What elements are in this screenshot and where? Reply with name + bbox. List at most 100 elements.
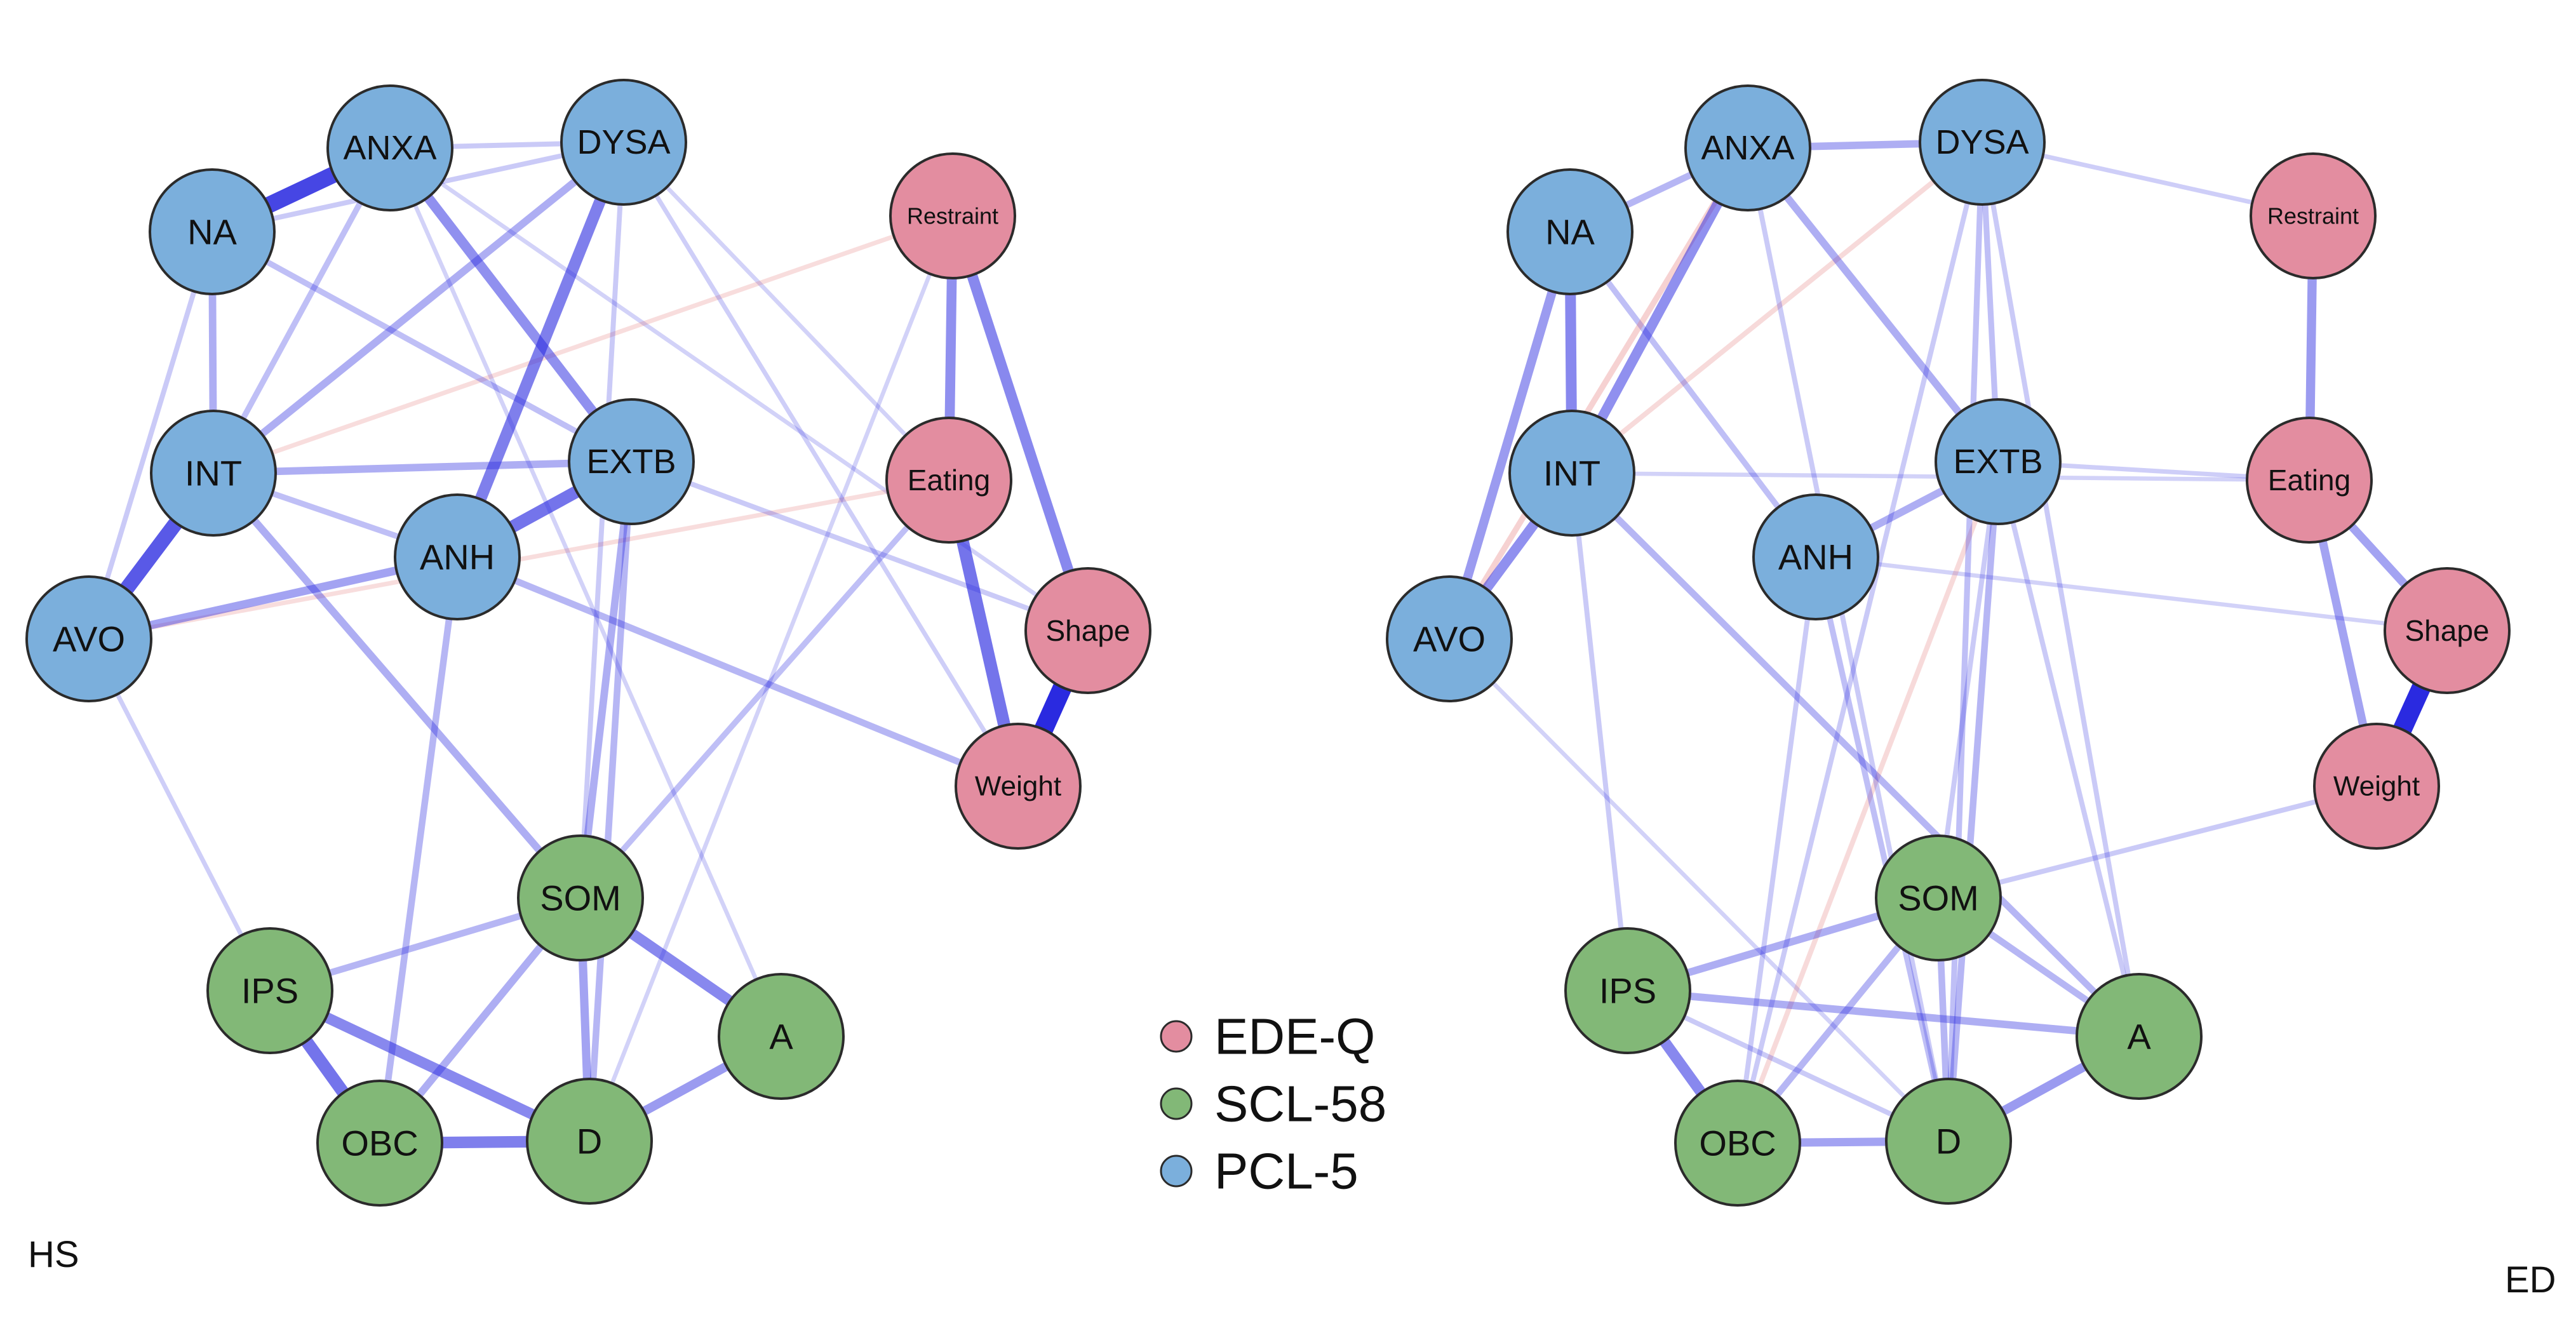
node-label: Weight [2333, 771, 2420, 802]
node-shape: Shape [1024, 567, 1151, 694]
node-extb: EXTB [568, 398, 695, 525]
node-anxa: ANXA [326, 84, 453, 211]
node-ips: IPS [1564, 927, 1691, 1054]
node-label: INT [185, 453, 242, 493]
node-label: OBC [341, 1123, 418, 1163]
node-anh: ANH [394, 493, 521, 620]
edge-int-extb [210, 458, 635, 477]
node-label: ANH [1778, 537, 1853, 577]
network-hs: ANXA DYSA NA INT EXTB ANH AVO RestraintEatingSh… [25, 79, 1151, 1207]
node-label: SOM [1898, 878, 1979, 918]
node-label: SOM [540, 878, 621, 918]
nodes-hs: ANXA DYSA NA INT EXTB ANH AVO RestraintEatingSh… [25, 79, 1151, 1207]
node-circle [1386, 575, 1513, 702]
node-circle [2384, 567, 2511, 694]
node-label: OBC [1699, 1123, 1776, 1163]
edge-dysa-a [1980, 140, 2142, 1039]
node-circle [1752, 493, 1879, 620]
legend-item-scl-58: SCL-58 [1160, 1076, 1386, 1132]
edge-extb-d [1945, 458, 2002, 1145]
edge-int-dysa [210, 138, 627, 477]
edge-restraint-shape [947, 210, 1094, 636]
node-d: D [1885, 1078, 2012, 1205]
edge-na-avo [86, 229, 215, 641]
edge-avo-d [1447, 636, 1951, 1144]
edges-ed [1444, 138, 2457, 1149]
node-restraint: Restraint [2250, 152, 2377, 279]
node-circle [149, 168, 276, 295]
node-som: SOM [517, 834, 644, 961]
edge-dysa-weight [621, 140, 1021, 789]
edge-na-avo [1444, 227, 1575, 644]
node-circle [1885, 1078, 2012, 1205]
node-weight: Weight [2313, 723, 2440, 850]
edge-extb-a [1996, 459, 2142, 1039]
node-som: SOM [1875, 834, 2002, 961]
node-circle [885, 417, 1012, 544]
node-eating: Eating [885, 417, 1012, 544]
node-label: Weight [975, 771, 1061, 802]
node-circle [1674, 1080, 1801, 1207]
node-circle [206, 927, 333, 1054]
node-weight: Weight [955, 723, 1082, 850]
node-circle [2250, 152, 2377, 279]
edge-dysa-eating [621, 140, 951, 483]
node-label: IPS [241, 971, 299, 1011]
edge-restraint-d [587, 213, 955, 1144]
node-label: DYSA [1935, 123, 2029, 161]
node-label: IPS [1599, 971, 1656, 1011]
node-circle [2246, 417, 2373, 544]
legend-label: EDE-Q [1214, 1008, 1375, 1065]
edge-extb-som [577, 458, 635, 902]
node-dysa: DYSA [560, 79, 687, 206]
node-label: Restraint [2267, 203, 2359, 229]
node-avo: AVO [25, 575, 152, 702]
node-restraint: Restraint [889, 152, 1016, 279]
edge-extb-d [586, 458, 635, 1145]
node-label: A [2127, 1017, 2151, 1057]
node-label: D [577, 1121, 602, 1162]
node-obc: OBC [316, 1080, 443, 1207]
node-label: A [769, 1017, 793, 1057]
legend-item-pcl-5: PCL-5 [1160, 1143, 1358, 1200]
legend-swatch [1160, 1155, 1193, 1188]
edge-anh-obc [1735, 554, 1818, 1146]
node-eating: Eating [2246, 417, 2373, 544]
edge-int-ips [1569, 471, 1630, 993]
node-circle [1564, 927, 1691, 1054]
edge-na-anh [1567, 229, 1819, 560]
edge-dysa-som [578, 140, 626, 901]
node-label: Eating [2268, 464, 2351, 497]
node-circle [1506, 168, 1633, 295]
edge-anxa-d [1745, 145, 1951, 1144]
node-circle [560, 79, 687, 206]
node-label: ANXA [343, 129, 436, 167]
node-label: D [1936, 1121, 1961, 1162]
node-label: INT [1543, 453, 1600, 493]
edge-anxa-shape [387, 145, 1090, 633]
legend-label: PCL-5 [1214, 1143, 1358, 1200]
edge-anh-weight [453, 553, 1022, 790]
node-label: Restraint [907, 203, 998, 229]
node-label: ANXA [1701, 129, 1794, 167]
edge-int-som [210, 469, 584, 902]
node-obc: OBC [1674, 1080, 1801, 1207]
node-int: INT [150, 410, 277, 537]
node-circle [2313, 723, 2440, 850]
edge-ips-avo [86, 636, 272, 993]
node-label: EXTB [1953, 443, 2043, 481]
node-circle [1919, 79, 2046, 206]
node-circle [316, 1080, 443, 1207]
node-label: NA [187, 212, 237, 252]
edge-anxa-a [387, 145, 784, 1039]
node-label: AVO [53, 619, 125, 659]
legend-label: SCL-58 [1214, 1076, 1386, 1132]
node-label: Eating [908, 464, 990, 497]
node-label: DYSA [577, 123, 670, 161]
node-circle [326, 84, 453, 211]
legend-swatch [1160, 1087, 1193, 1120]
node-circle [955, 723, 1082, 850]
